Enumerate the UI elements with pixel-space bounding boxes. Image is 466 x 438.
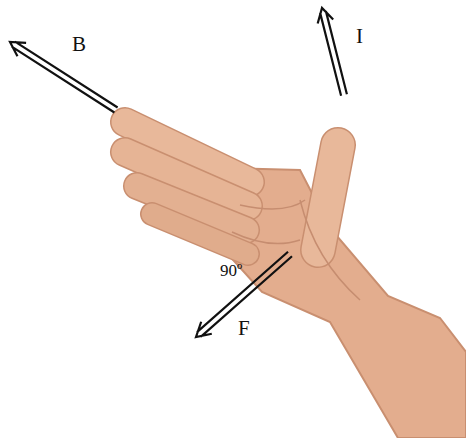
- current-arrow: [318, 8, 347, 96]
- force-label: F: [238, 318, 250, 339]
- field-arrow: [10, 42, 118, 113]
- field-label: B: [72, 34, 86, 55]
- vector-arrows: [10, 8, 347, 337]
- hand: [125, 122, 466, 438]
- current-label: I: [356, 26, 363, 47]
- fingers: [125, 122, 338, 254]
- angle-label: 90º: [220, 262, 242, 279]
- palm: [225, 168, 466, 438]
